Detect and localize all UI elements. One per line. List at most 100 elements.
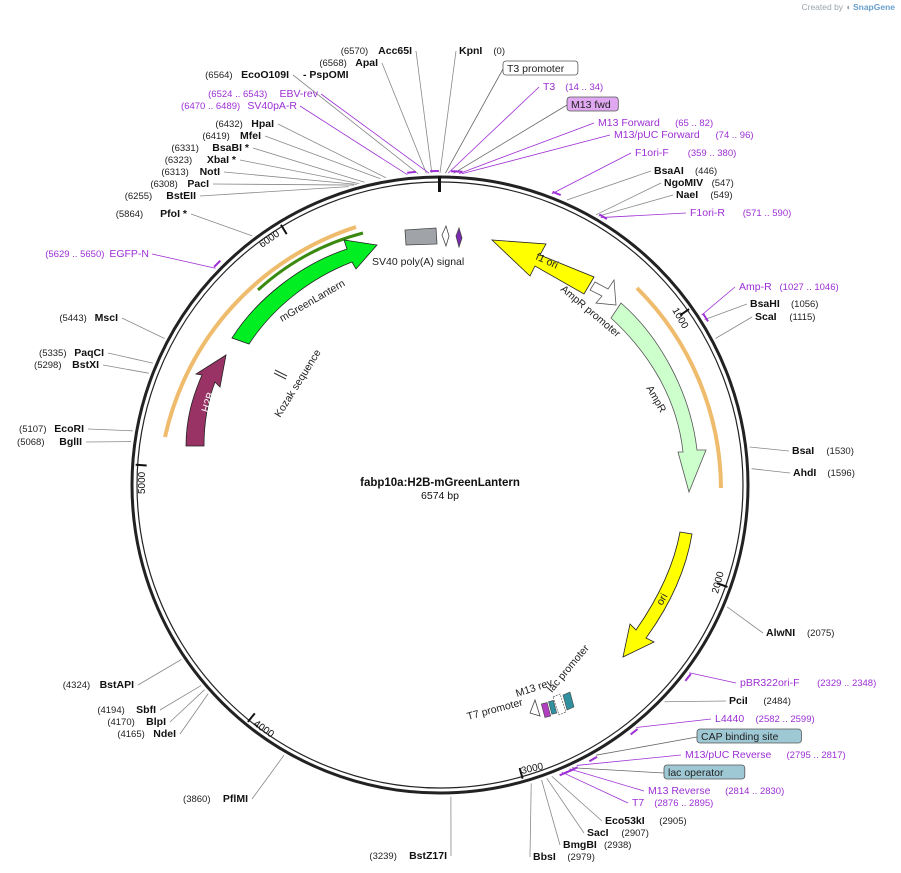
ring-tick xyxy=(518,767,524,779)
enzyme-pos: (6568) xyxy=(319,58,346,69)
rleader-10 xyxy=(551,775,603,822)
feature-cap-binding-site-box xyxy=(696,728,802,744)
rfleader-10 xyxy=(595,736,698,756)
enzyme-pos: (1530) xyxy=(826,446,853,457)
rleader-7 xyxy=(751,468,791,474)
enzyme-bglii: BglII xyxy=(59,436,82,448)
t7-promoter-arrow xyxy=(529,698,541,717)
m13-rev-box xyxy=(540,702,552,718)
enzyme-pos: (547) xyxy=(712,178,734,189)
kpni-site-mark xyxy=(438,176,441,192)
rleader-1 xyxy=(566,170,652,201)
label-t7promoter: T7 promoter xyxy=(466,696,525,723)
leader-4 xyxy=(264,135,381,180)
tick-5000: 5000 xyxy=(137,471,148,494)
small-white-arrow xyxy=(441,224,450,248)
enzyme-pspomi: - PspOMI xyxy=(303,69,349,81)
small-purple-arrow xyxy=(455,226,463,249)
credit-prefix: Created by xyxy=(801,2,844,12)
enzyme-pos: (549) xyxy=(710,190,732,201)
ring-tick xyxy=(247,712,256,723)
enzyme-bbsi: BbsI xyxy=(533,851,556,863)
primer-mark xyxy=(630,728,639,736)
leader-7 xyxy=(223,171,357,185)
rleader-5 xyxy=(715,316,753,339)
enzyme-pflmi: PflMI xyxy=(223,793,248,805)
feature-marks xyxy=(135,170,728,779)
kozak-mark-a xyxy=(274,369,288,377)
rleader-0 xyxy=(439,50,457,174)
rleader-4 xyxy=(704,303,748,321)
primer-mark xyxy=(702,313,709,322)
rfleader-6 xyxy=(600,212,687,218)
enzyme-noti: NotI xyxy=(200,166,220,178)
leader-8 xyxy=(212,183,355,186)
enzyme-eco53ki: Eco53kI xyxy=(605,815,645,827)
leader-19 xyxy=(179,693,209,735)
enzyme-paqci: PaqCI xyxy=(74,347,104,359)
enzyme-pos: (5864) xyxy=(116,209,143,220)
enzyme-sbfi: SbfI xyxy=(136,704,156,716)
label-kozak: Kozak sequence xyxy=(272,347,323,419)
ring-tick xyxy=(280,224,288,235)
enzyme-bstapi: BstAPI xyxy=(100,679,135,691)
enzyme-pos: (1056) xyxy=(791,299,818,310)
enzyme-ecori: EcoRI xyxy=(54,423,84,435)
enzyme-bsahi: BsaHI xyxy=(750,298,780,310)
feature-pbr322ori-f: pBR322ori-F xyxy=(740,677,800,689)
leader-13 xyxy=(102,364,149,374)
enzyme-pos: (2907) xyxy=(621,828,648,839)
enzyme-pos: (2075) xyxy=(807,628,834,639)
enzyme-pos: (2979) xyxy=(567,852,594,863)
feature-f1ori-r: F1ori-R xyxy=(690,207,725,219)
primer-mark xyxy=(559,770,569,777)
rfleader-7 xyxy=(701,286,736,316)
green-arc-left xyxy=(256,231,364,292)
feature-m13-fwd-box xyxy=(566,96,619,112)
primer-mark xyxy=(213,259,222,268)
plasmid-size: 6574 bp xyxy=(421,490,459,502)
feature-ebv-rev: EBV-rev xyxy=(279,88,318,100)
rfleader-14 xyxy=(561,771,629,804)
enzyme-pos: (2938) xyxy=(604,840,631,851)
feature-m13-reverse: M13 Reverse xyxy=(648,785,711,797)
enzyme-scai: ScaI xyxy=(755,311,777,323)
enzyme-mfei: MfeI xyxy=(240,130,261,142)
feature-pos: (5629 .. 5650) xyxy=(45,249,104,260)
h2b-arrow xyxy=(185,354,227,447)
feature-m13-forward: M13 Forward xyxy=(598,117,660,129)
fleader-2 xyxy=(151,253,216,269)
primer-mark xyxy=(598,213,608,220)
enzyme-pos: (4194) xyxy=(97,705,124,716)
enzyme-pos: (3239) xyxy=(369,851,396,862)
lac-promoter-arrow xyxy=(562,691,575,711)
rleader-6 xyxy=(749,446,790,452)
ori-arrow xyxy=(622,531,693,658)
enzyme-ngomiv: NgoMIV xyxy=(664,177,703,189)
enzyme-pos: (6313) xyxy=(161,167,188,178)
leader-16 xyxy=(137,659,182,686)
right-labels: KpnI(0)BsaAI(446)NgoMIV(547)NaeI(549)Bsa… xyxy=(459,45,876,863)
enzyme-ahdi: AhdI xyxy=(793,467,816,479)
leader-14 xyxy=(87,428,133,432)
enzyme-pos: (1596) xyxy=(827,468,854,479)
rleader-11 xyxy=(546,777,585,834)
feature-pos: (2814 .. 2830) xyxy=(725,786,784,797)
enzyme-pos: (6255) xyxy=(125,191,152,202)
enzyme-bsai: BsaI xyxy=(792,445,814,457)
feature-m13-puc-reverse: M13/pUC Reverse xyxy=(685,749,772,761)
feature-pos: (6524 .. 6543) xyxy=(208,89,267,100)
feature-cap-binding-site: CAP binding site xyxy=(701,731,779,743)
enzyme-pos: (5298) xyxy=(34,360,61,371)
primer-mark xyxy=(684,673,692,682)
enzyme-saci: SacI xyxy=(587,827,609,839)
enzyme-pos: (5443) xyxy=(59,313,86,324)
rfleader-3 xyxy=(458,122,595,174)
rfleader-12 xyxy=(571,767,665,774)
enzyme-pos: (4165) xyxy=(117,729,144,740)
feature-pos: (74 .. 96) xyxy=(716,130,754,141)
leader-18 xyxy=(169,689,205,723)
enzyme-pos: (6308) xyxy=(150,179,177,190)
enzyme-blpi: BlpI xyxy=(146,716,166,728)
enzyme-xbai: XbaI * xyxy=(207,154,237,166)
